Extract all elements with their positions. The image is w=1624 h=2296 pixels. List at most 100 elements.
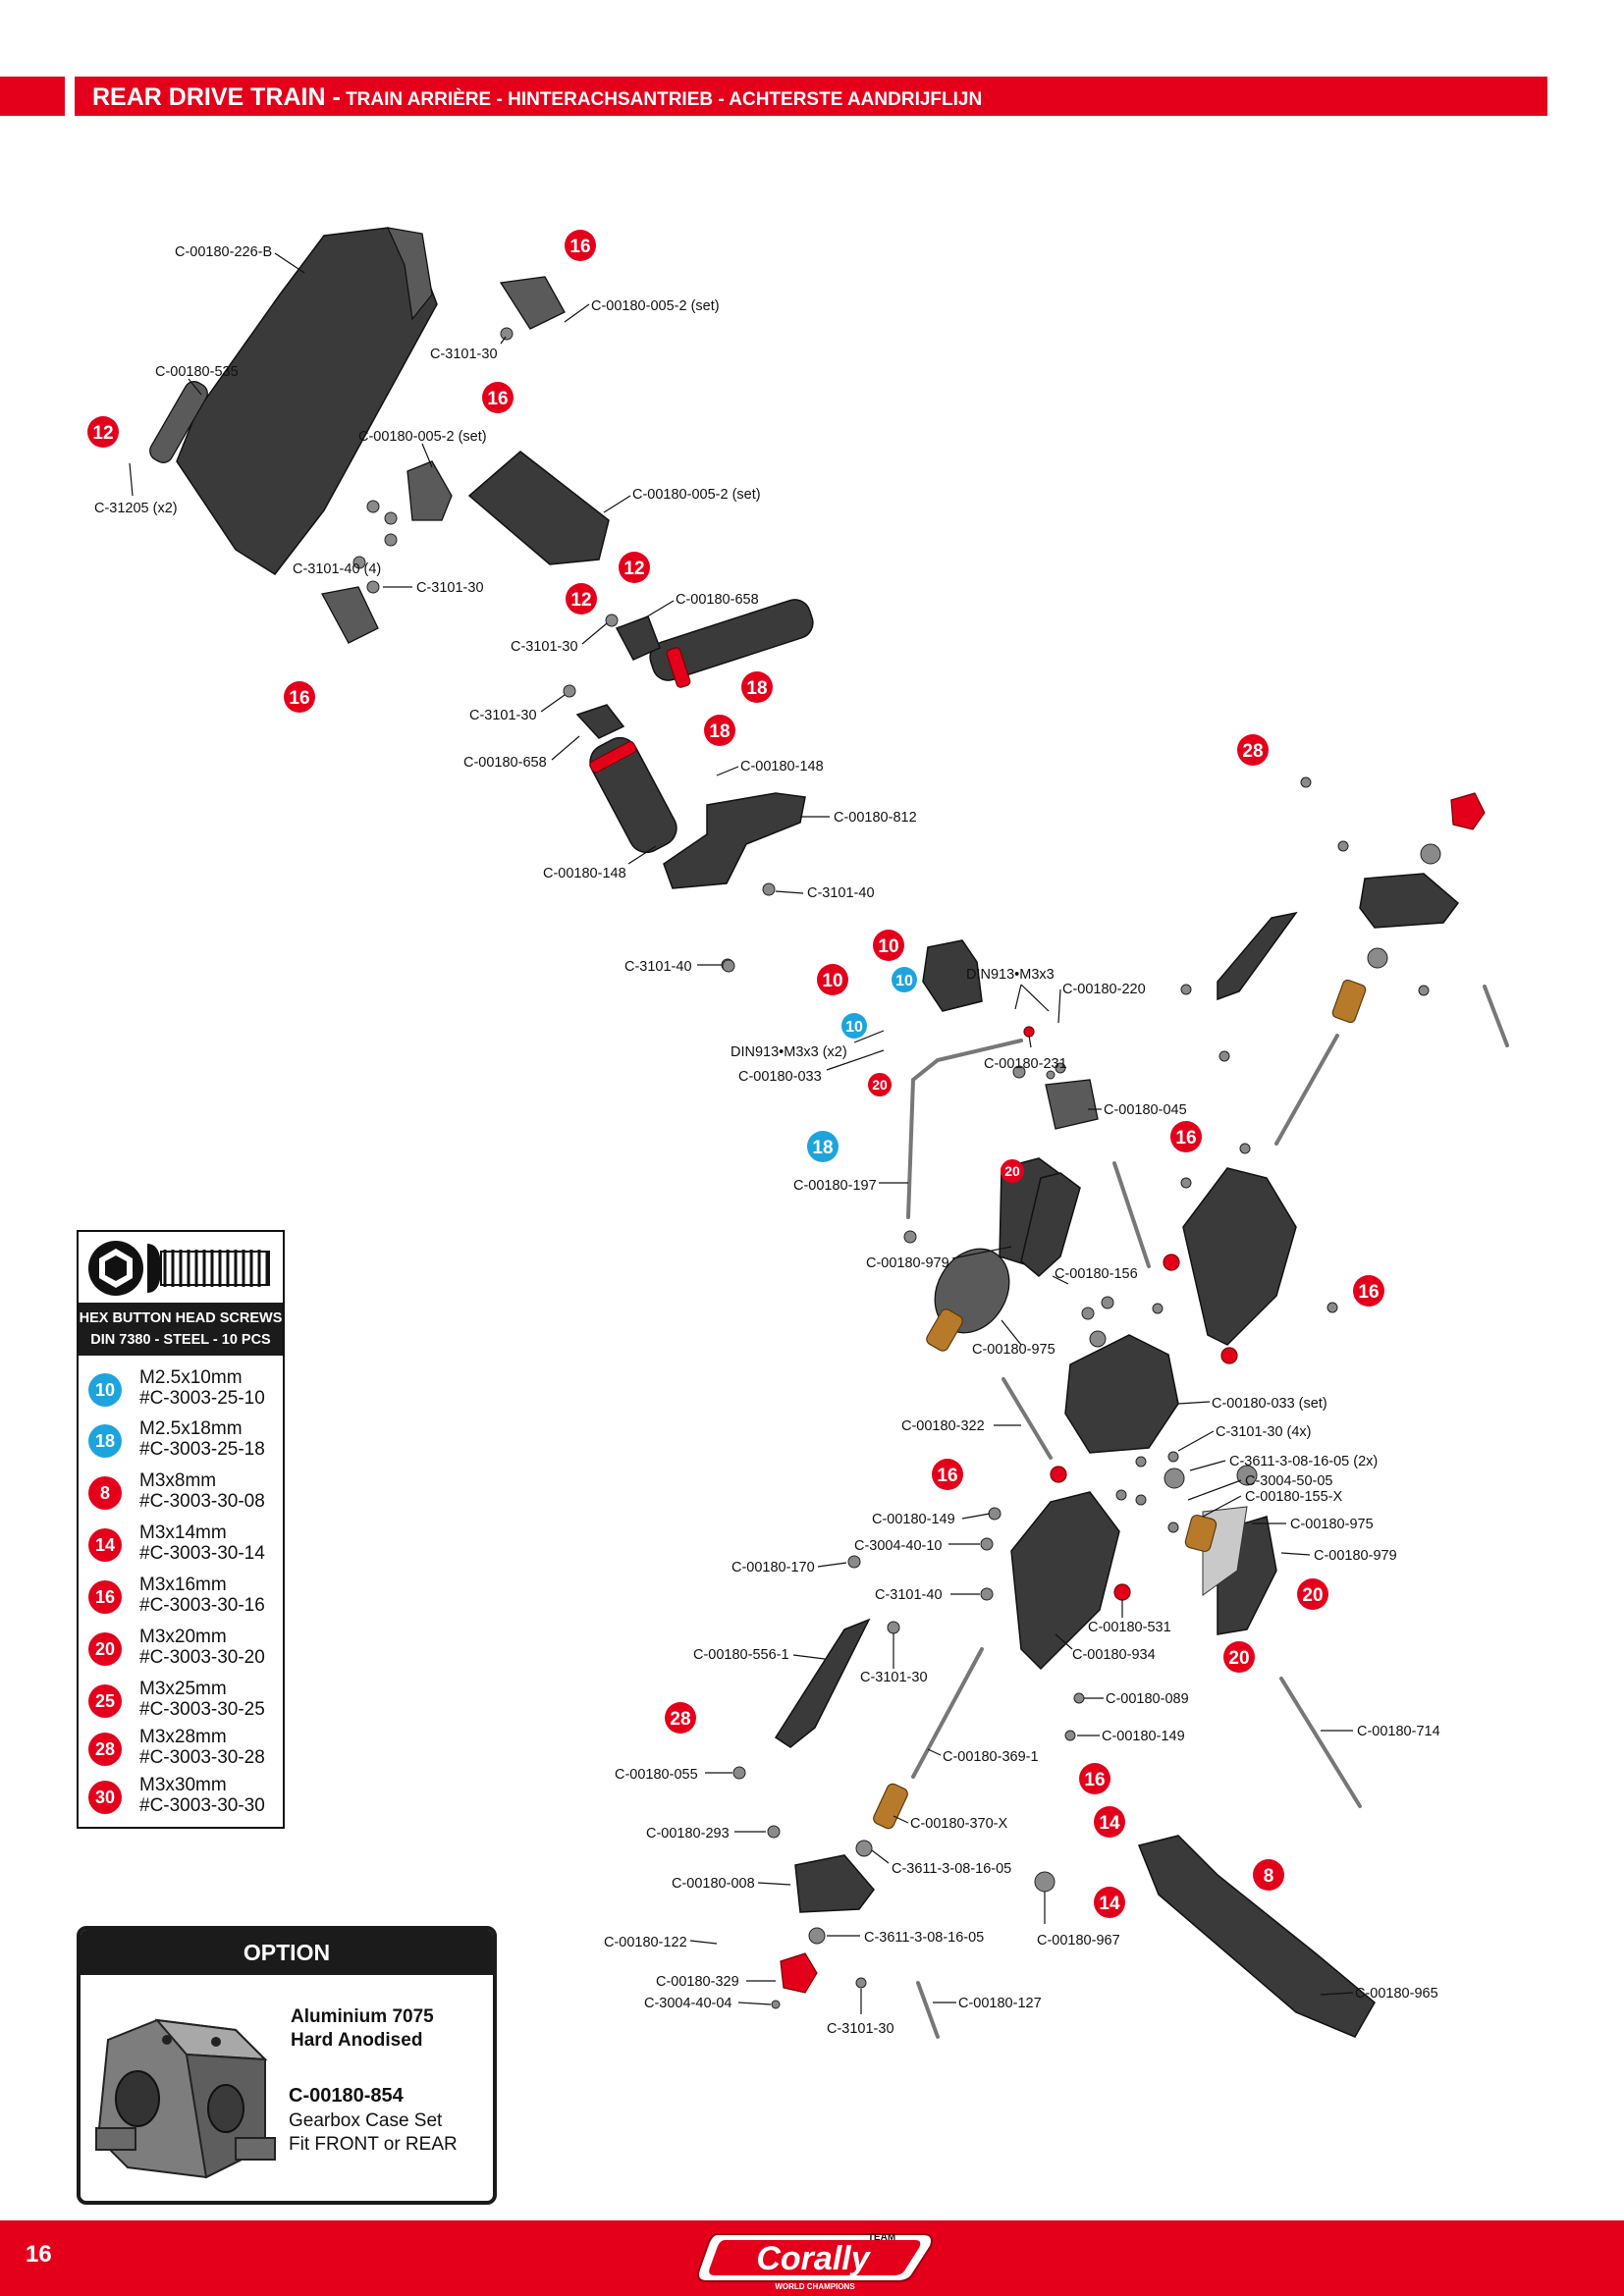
legend-badge: 8 bbox=[88, 1476, 122, 1510]
legend-code: #C-3003-30-30 bbox=[139, 1795, 265, 1816]
red-bushing-4 bbox=[1113, 1583, 1131, 1601]
legend-size: M3x30mm bbox=[139, 1775, 227, 1795]
header-divider bbox=[65, 77, 75, 116]
screw-badge: 20 bbox=[1297, 1578, 1328, 1610]
part-label: C-00180-535 bbox=[155, 364, 239, 380]
hex-screw-icon bbox=[88, 1241, 270, 1296]
screw-badge: 20 bbox=[1001, 1159, 1024, 1183]
legend-size: M3x25mm bbox=[139, 1679, 227, 1699]
screw-badge: 16 bbox=[1079, 1763, 1110, 1794]
screw-badge: 14 bbox=[1094, 1887, 1125, 1918]
screw-badge: 14 bbox=[1094, 1806, 1125, 1838]
svg-text:16: 16 bbox=[1084, 1770, 1105, 1790]
wheel-hex-red-part bbox=[1450, 792, 1486, 830]
wheel-hex-red-lower-part bbox=[780, 1952, 818, 1994]
part-label: C-00180-934 bbox=[1072, 1647, 1156, 1663]
legend-badge: 14 bbox=[88, 1528, 122, 1562]
part-label: C-00180-033 (set) bbox=[1212, 1396, 1327, 1412]
legend-code: #C-3003-25-18 bbox=[139, 1439, 265, 1460]
part-label: C-00180-531 bbox=[1088, 1620, 1171, 1635]
part-label: C-00180-127 bbox=[958, 1996, 1042, 2011]
rear-wing-part bbox=[176, 227, 438, 575]
option-box: OPTION Aluminium 7075 Hard Anodised C-00… bbox=[77, 1926, 497, 2205]
parts bbox=[149, 227, 1509, 2039]
diff-outdrive-gold-part bbox=[926, 1308, 963, 1352]
part-label: C-3004-50-05 bbox=[1245, 1473, 1332, 1489]
legend-title: HEX BUTTON HEAD SCREWS DIN 7380 - STEEL … bbox=[79, 1303, 283, 1356]
screw-badge: 10 bbox=[817, 964, 848, 995]
part-label: C-3101-30 bbox=[416, 580, 484, 596]
part-label: C-00180-329 bbox=[656, 1974, 739, 1990]
part-label: C-00180-658 bbox=[463, 755, 547, 771]
part-label: C-3101-40 bbox=[875, 1587, 943, 1603]
part-label: C-3101-40 bbox=[624, 959, 692, 975]
screw-badge: 10 bbox=[841, 1013, 867, 1039]
screw-badge: 28 bbox=[665, 1702, 696, 1734]
driveshaft-lower-right-part bbox=[1279, 1677, 1362, 1808]
screw-badge: 20 bbox=[868, 1073, 892, 1096]
legend-title-line2: DIN 7380 - STEEL - 10 PCS bbox=[90, 1332, 271, 1348]
part-label: C-00180-008 bbox=[672, 1876, 755, 1892]
screw-badge: 16 bbox=[1353, 1275, 1384, 1307]
part-label: C-00180-370-X bbox=[910, 1816, 1007, 1832]
camber-link-top-part bbox=[1217, 911, 1298, 1001]
part-label: C-3004-40-04 bbox=[644, 1996, 731, 2011]
svg-text:12: 12 bbox=[92, 423, 113, 444]
part-label: C-3101-30 bbox=[511, 639, 578, 655]
shock-spring-red-part bbox=[666, 647, 691, 688]
shock-cap-lower-part bbox=[575, 704, 625, 739]
title-main: REAR DRIVE TRAIN - bbox=[92, 83, 341, 111]
part-label: C-00180-658 bbox=[676, 592, 759, 608]
part-label: C-00180-156 bbox=[1055, 1266, 1138, 1282]
legend-size: M3x20mm bbox=[139, 1627, 227, 1647]
legend-code: #C-3003-30-16 bbox=[139, 1595, 265, 1616]
gearbox-cover-part bbox=[1045, 1079, 1099, 1130]
screw-badge: 16 bbox=[932, 1459, 963, 1490]
legend-row: 30 M3x30mm#C-3003-30-30 bbox=[79, 1775, 283, 1826]
svg-text:18: 18 bbox=[746, 678, 767, 699]
hinge-pin-mid-part bbox=[1112, 1161, 1151, 1268]
wing-endplate-part bbox=[386, 227, 433, 321]
page-title: REAR DRIVE TRAIN - TRAIN ARRIÈRE - HINTE… bbox=[92, 82, 982, 112]
screw-badge: 12 bbox=[87, 416, 119, 448]
header-bar bbox=[0, 77, 1547, 116]
svg-text:8: 8 bbox=[1264, 1866, 1274, 1887]
svg-text:10: 10 bbox=[822, 971, 842, 991]
camber-link-lower-part bbox=[774, 1618, 871, 1748]
axle-gold-lower-part bbox=[873, 1783, 908, 1830]
svg-text:10: 10 bbox=[895, 973, 913, 989]
svg-text:20: 20 bbox=[1004, 1163, 1020, 1179]
svg-text:28: 28 bbox=[670, 1709, 690, 1730]
shock-cap-upper-part bbox=[615, 615, 661, 661]
rear-shock-lower-part bbox=[589, 736, 677, 854]
part-label: C-00180-005-2 (set) bbox=[632, 487, 761, 503]
option-desc-line1: Gearbox Case Set bbox=[289, 2110, 443, 2131]
part-label: C-3611-3-08-16-05 bbox=[892, 1861, 1011, 1877]
legend-badge: 10 bbox=[88, 1373, 122, 1407]
part-label: C-00180-975 bbox=[1290, 1517, 1374, 1532]
screw-badge: 8 bbox=[1253, 1859, 1284, 1891]
legend-code: #C-3003-25-10 bbox=[139, 1388, 265, 1409]
screw-badges: 16 12 16 12 12 16 18 18 28 10 10 10 10 2… bbox=[87, 230, 1384, 1918]
rear-hub-carrier-part bbox=[1359, 873, 1460, 929]
part-label: C-00180-556-1 bbox=[693, 1647, 789, 1663]
part-label: C-3611-3-08-16-05 (2x) bbox=[1229, 1454, 1378, 1469]
wing-button-part bbox=[149, 381, 208, 463]
anti-roll-bar-part bbox=[906, 1039, 1023, 1219]
legend-title-line1: HEX BUTTON HEAD SCREWS bbox=[79, 1310, 283, 1326]
gearbox-case-part bbox=[1064, 1334, 1179, 1454]
part-label: C-00180-122 bbox=[604, 1935, 687, 1950]
legend-code: #C-3003-30-20 bbox=[139, 1647, 265, 1668]
screw-badge: 10 bbox=[892, 967, 917, 992]
driveshaft-upper-part bbox=[1274, 1034, 1339, 1146]
option-heading: OPTION bbox=[81, 1930, 493, 1975]
wing-mount-lower-part bbox=[321, 586, 379, 644]
legend-badge: 30 bbox=[88, 1781, 122, 1814]
screw-badge: 18 bbox=[807, 1131, 839, 1162]
part-label: C-00180-033 bbox=[738, 1069, 822, 1085]
part-label: C-00180-089 bbox=[1106, 1691, 1189, 1707]
svg-text:20: 20 bbox=[1302, 1585, 1323, 1606]
legend-badge: 28 bbox=[88, 1733, 122, 1766]
